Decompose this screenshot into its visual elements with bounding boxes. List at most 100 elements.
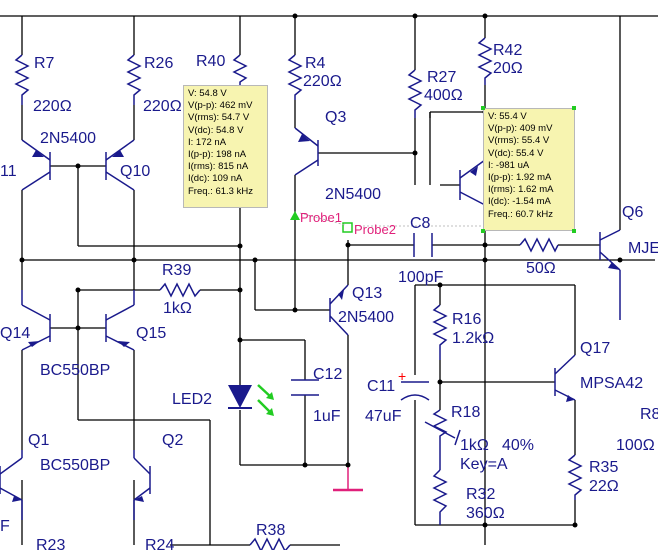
r8-value: 100Ω [616, 437, 655, 454]
c11-label: C11 [367, 378, 395, 395]
led2-label: LED2 [172, 391, 212, 408]
r21-resistor [519, 237, 559, 253]
r35-value: 22Ω [589, 478, 619, 495]
q15-label: Q15 [136, 325, 166, 342]
q1-label: Q1 [28, 432, 49, 449]
r26-resistor [126, 54, 142, 105]
probe2-handle-br[interactable] [572, 229, 576, 233]
probe2-handle-bl[interactable] [481, 229, 485, 233]
q13-type: 2N5400 [338, 309, 394, 326]
probe2-readout-line-3: V(dc): 55.4 V [488, 147, 544, 159]
led2 [228, 384, 274, 416]
r18-key: Key=A [460, 456, 508, 473]
r7-value: 220Ω [33, 98, 72, 115]
q3-label: Q3 [325, 109, 346, 126]
probe2-readout-line-6: I(rms): 1.62 mA [488, 184, 554, 196]
r35-resistor [567, 454, 583, 500]
f-label: F [0, 518, 10, 535]
r16-value: 1.2kΩ [452, 330, 494, 347]
wires [0, 15, 658, 546]
probe1-readout-line-6: I(rms): 815 nA [188, 161, 249, 173]
r35-label: R35 [589, 459, 618, 476]
probe2-marker [342, 222, 353, 233]
c8-label: C8 [410, 215, 431, 232]
c8-value: 100pF [398, 269, 444, 286]
c12-value: 1uF [313, 408, 341, 425]
c12-label: C12 [313, 366, 342, 383]
r32-resistor [432, 469, 448, 525]
r32-label: R32 [466, 486, 495, 503]
r26-label: R26 [144, 55, 173, 72]
r16-resistor [432, 304, 448, 360]
junction-dots [19, 13, 623, 528]
r8-label: R8 [640, 406, 658, 423]
probe2-readout-line-5: I(p-p): 1.92 mA [488, 172, 552, 184]
r18-percent: 40% [502, 437, 534, 454]
probe1-readout-line-8: Freq.: 61.3 kHz [188, 185, 253, 197]
r18-label: R18 [451, 404, 480, 421]
r24-label: R24 [145, 537, 174, 550]
probe2-readout-line-7: I(dc): -1.54 mA [488, 196, 551, 208]
probe1-readout-line-2: V(rms): 54.7 V [188, 112, 250, 124]
component-labels: R7 220Ω R26 220Ω R40 R4 220Ω R27 400Ω R4… [0, 42, 658, 550]
q13-label: Q13 [352, 285, 382, 302]
r39-label: R39 [162, 262, 191, 279]
probe2-handle-tl[interactable] [481, 106, 485, 110]
r39-value: 1kΩ [163, 300, 192, 317]
r27-label: R27 [427, 69, 456, 86]
q3-type: 2N5400 [325, 186, 381, 203]
r21-value: 50Ω [526, 260, 556, 277]
q14-type: BC550BP [40, 362, 110, 379]
r40-label: R40 [196, 53, 225, 70]
q10-label: Q10 [120, 163, 150, 180]
q17-type: MPSA42 [580, 375, 643, 392]
probe2-readout-line-2: V(rms): 55.4 V [488, 135, 550, 147]
q1-type: BC550BP [40, 457, 110, 474]
probe1-marker [290, 211, 300, 220]
transistor-arrows [12, 134, 620, 502]
r26-value: 220Ω [143, 98, 182, 115]
q14-label: Q14 [0, 325, 30, 342]
r38-resistor [249, 537, 291, 550]
r32-value: 360Ω [466, 505, 505, 522]
q6-label: Q6 [622, 204, 643, 221]
probe2-handle-tr[interactable] [572, 106, 576, 110]
probe2-label: Probe2 [354, 222, 396, 237]
probe2-readout-line-8: Freq.: 60.7 kHz [488, 208, 553, 220]
probe2-readout-line-1: V(p-p): 409 mV [488, 123, 553, 135]
r42-value: 20Ω [493, 60, 523, 77]
q10-type: 2N5400 [40, 130, 96, 147]
r7-resistor [14, 54, 30, 105]
probe1-readout-line-4: I: 172 nA [188, 136, 227, 148]
r4-label: R4 [305, 55, 326, 72]
q6-type: MJE15 [628, 240, 658, 257]
r16-label: R16 [452, 311, 481, 328]
probe1-readout-line-7: I(dc): 109 nA [188, 173, 243, 185]
ground-symbol [333, 465, 363, 492]
r4-value: 220Ω [303, 73, 342, 90]
q11-label: 11 [0, 163, 17, 180]
probe1-readout-line-3: V(dc): 54.8 V [188, 124, 244, 136]
probe1-label: Probe1 [300, 210, 342, 225]
probe2-readout-line-0: V: 55.4 V [488, 111, 527, 122]
c11-value: 47uF [365, 408, 402, 425]
r42-resistor [477, 37, 493, 85]
components [0, 37, 621, 550]
r27-resistor [407, 69, 423, 118]
c11-plate-b [400, 394, 430, 401]
probe-markers[interactable] [290, 211, 485, 233]
probe1-readout-line-5: I(p-p): 198 nA [188, 149, 247, 161]
r39-resistor [159, 282, 201, 298]
r40-resistor [232, 54, 248, 95]
r4-resistor [287, 54, 303, 100]
q17-label: Q17 [580, 340, 610, 357]
c11-plus: + [398, 368, 406, 384]
probe1-readout-line-1: V(p-p): 462 mV [188, 100, 253, 112]
r27-value: 400Ω [424, 87, 463, 104]
r38-label: R38 [256, 522, 285, 539]
r23-label: R23 [36, 537, 65, 550]
